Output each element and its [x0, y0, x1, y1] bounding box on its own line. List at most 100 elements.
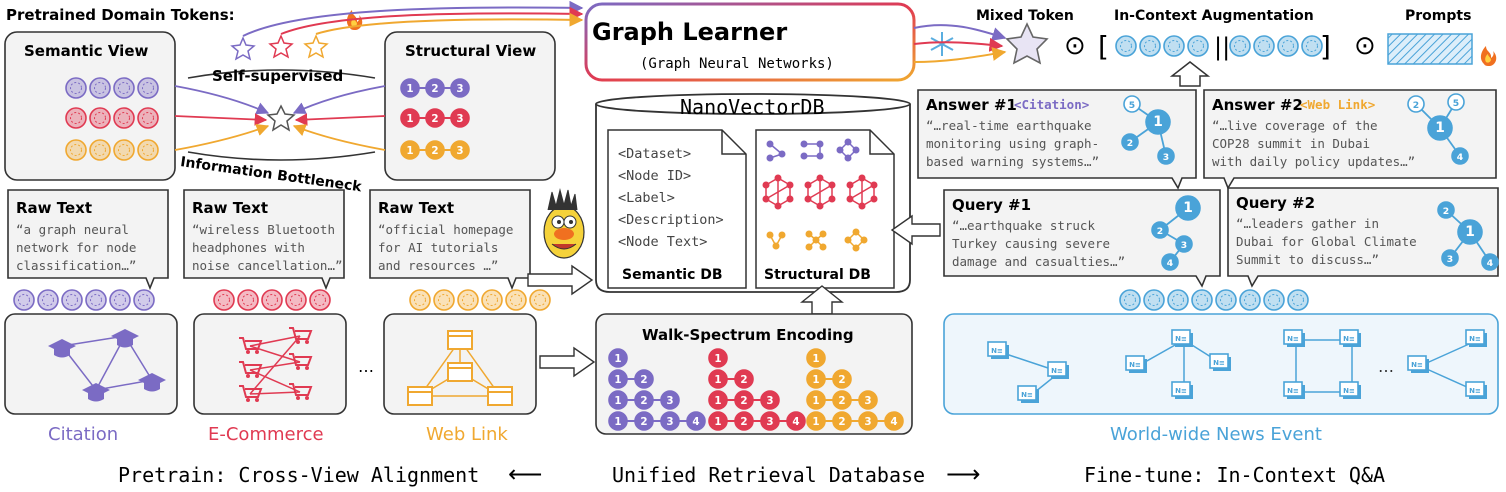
qa-line: damage and casualties…” [952, 254, 1125, 269]
walk-node-label: 4 [1167, 258, 1173, 269]
raw-text-title: Raw Text [16, 199, 92, 217]
token-dot [133, 289, 155, 311]
alignment-arrows [174, 85, 386, 151]
db-field: <Dataset> [618, 146, 691, 162]
news-doc-glyph: N≡ [1175, 335, 1187, 343]
token-dot [285, 289, 307, 311]
token-dot [137, 77, 159, 99]
token-dot [1239, 289, 1261, 311]
walk-node-label: 1 [614, 416, 621, 428]
domain-label-weblink: Web Link [426, 424, 508, 445]
walk-node: 3 [450, 78, 470, 98]
token-dot [61, 289, 83, 311]
walk-node-label: 3 [864, 395, 871, 407]
walk-node: 4 [786, 411, 806, 431]
walk-node-label: 1 [1435, 120, 1445, 136]
walk-node: 1 [708, 348, 728, 368]
walk-node: 4 [884, 411, 904, 431]
odot-operator-1: ⊙ [1064, 31, 1086, 61]
news-doc-glyph: N≡ [1411, 361, 1423, 369]
news-token-dots [1119, 289, 1309, 311]
text-to-db-arrow [527, 264, 594, 296]
walk-node: 2 [1437, 201, 1455, 219]
walk-node-label: 3 [666, 395, 673, 407]
db-field-list: <Dataset><Node ID><Label><Description><N… [618, 146, 724, 250]
token-dot [89, 139, 111, 161]
walk-node: 2 [734, 411, 754, 431]
token-dot [505, 289, 527, 311]
walk-node-label: 2 [1413, 100, 1419, 111]
walk-node-label: 2 [740, 416, 747, 428]
qa-line: monitoring using graph- [926, 136, 1099, 151]
token-dot [89, 77, 111, 99]
walk-node: 2 [634, 369, 654, 389]
walk-node-label: 1 [1465, 224, 1475, 240]
graph-learner-box [584, 2, 916, 82]
news-doc-icon: N≡ [1017, 385, 1039, 403]
walk-node: 2 [832, 390, 852, 410]
graduation-cap-icon [48, 339, 76, 358]
walk-node: 3 [450, 140, 470, 160]
qa-line: Summit to discuss…” [1236, 252, 1379, 267]
doc-fold [721, 130, 746, 155]
token-dot [1115, 35, 1137, 57]
news-doc-icon: N≡ [1339, 329, 1361, 347]
token-dot [433, 289, 455, 311]
augmentation-token-dots [1115, 35, 1323, 57]
qa-tag: <Citation> [1014, 97, 1089, 112]
citation-nodes [48, 329, 166, 402]
prompts-label: Prompts [1405, 8, 1471, 24]
bottleneck-curve [187, 151, 376, 161]
walk-node-label: 2 [1157, 226, 1163, 237]
structural-view-panel [384, 31, 556, 181]
token-dot [481, 289, 503, 311]
finetune-caption: Fine-tune: In-Context Q&A [1084, 463, 1385, 487]
token-dot [137, 107, 159, 129]
token-dot [113, 77, 135, 99]
separator: || [1214, 33, 1230, 61]
structural-view-title: Structural View [405, 42, 536, 60]
token-dot [1187, 35, 1209, 57]
encoding-up-arrow [800, 285, 844, 315]
walk-node-label: 1 [812, 416, 819, 428]
odot-operator-2: ⊙ [1354, 31, 1376, 61]
raw-text-line: network for node [16, 240, 136, 255]
walk-node-label: 2 [431, 145, 438, 157]
qa-line: COP28 summit in Dubai [1212, 136, 1370, 151]
learner-arrow-red [913, 37, 1004, 52]
walk-node: 2 [832, 411, 852, 431]
walk-node: 1 [1427, 115, 1453, 141]
walk-node: 1 [400, 78, 420, 98]
webpage-icon [447, 330, 473, 350]
walk-node: 1 [608, 369, 628, 389]
walk-node-label: 4 [692, 416, 699, 428]
walk-node-label: 3 [1163, 152, 1169, 163]
qa-line: “…live coverage of the [1212, 118, 1378, 133]
token-dot [1253, 35, 1275, 57]
walk-node-label: 3 [456, 145, 463, 157]
pretrain-caption: Pretrain: Cross-View Alignment [118, 463, 479, 487]
star-icon [303, 34, 329, 59]
cart-icon [289, 353, 313, 370]
db-field: <Label> [618, 190, 675, 206]
walk-node-label: 2 [431, 83, 438, 95]
token-dot [1277, 35, 1299, 57]
walk-node: 3 [1441, 249, 1459, 267]
walk-node-label: 1 [714, 374, 721, 386]
walk-node-label: 1 [406, 83, 413, 95]
unified-caption: Unified Retrieval Database [612, 463, 925, 487]
token-dot [89, 107, 111, 129]
walk-node-label: 1 [714, 353, 721, 365]
news-doc-glyph: N≡ [1469, 387, 1481, 395]
citation-graph-panel [4, 313, 178, 415]
news-doc-glyph: N≡ [1213, 359, 1225, 367]
learner-arrow-orange [913, 47, 1007, 63]
semantic-view-title: Semantic View [24, 42, 148, 60]
token-arrow-purple [242, 0, 584, 37]
raw-text-line: headphones with [192, 240, 305, 255]
raw-text-title: Raw Text [192, 199, 268, 217]
walk-node-label: 4 [792, 416, 799, 428]
